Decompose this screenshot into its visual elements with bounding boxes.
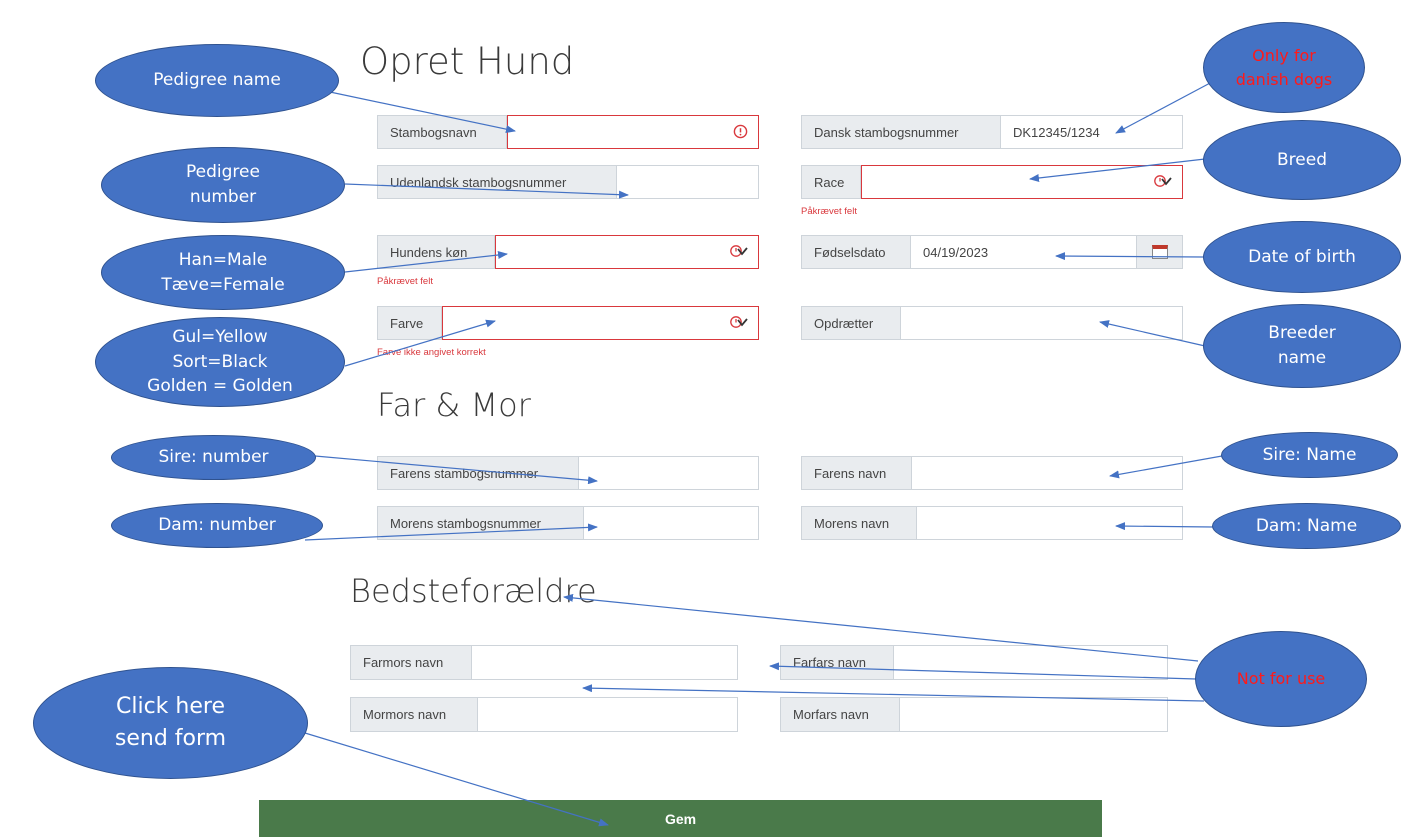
- dam-number-label: Morens stambogsnummer: [377, 506, 584, 540]
- birth-date-label: Fødselsdato: [801, 235, 911, 269]
- sire-number-input[interactable]: [579, 456, 759, 490]
- sex-label: Hundens køn: [377, 235, 495, 269]
- annotation-dam-name: Dam: Name: [1212, 503, 1401, 549]
- paternal-grandmother-label: Farmors navn: [350, 645, 472, 680]
- arrow-sire-name: [1109, 455, 1223, 479]
- arrow-sex: [344, 251, 508, 273]
- arrow-pedigree-name: [329, 91, 516, 134]
- arrow-not-for-use-3: [582, 684, 1205, 702]
- chevron-down-icon: [730, 315, 748, 332]
- arrow-dam-name: [1115, 522, 1214, 531]
- sex-error: Påkrævet felt: [377, 276, 433, 287]
- birth-date-field: Fødselsdato 04/19/2023: [801, 235, 1183, 269]
- annotation-submit: Click here send form: [33, 667, 308, 779]
- calendar-button[interactable]: [1137, 235, 1183, 269]
- danish-pedigree-number-label: Dansk stambogsnummer: [801, 115, 1001, 149]
- foreign-pedigree-number-input[interactable]: [617, 165, 759, 199]
- breed-select[interactable]: [861, 165, 1183, 199]
- dam-number-field: Morens stambogsnummer: [377, 506, 759, 540]
- arrow-not-for-use-2: [769, 662, 1197, 680]
- arrow-not-for-use-1: [563, 593, 1199, 662]
- paternal-grandfather-label: Farfars navn: [780, 645, 894, 680]
- danish-pedigree-number-input[interactable]: DK12345/1234: [1001, 115, 1183, 149]
- grandparents-heading: Bedsteforældre: [350, 572, 597, 610]
- danish-pedigree-number-field: Dansk stambogsnummer DK12345/1234: [801, 115, 1183, 149]
- maternal-grandmother-label: Mormors navn: [350, 697, 478, 732]
- parents-heading: Far & Mor: [377, 386, 531, 424]
- paternal-grandmother-field: Farmors navn: [350, 645, 738, 680]
- pedigree-name-input[interactable]: [507, 115, 759, 149]
- page-title: Opret Hund: [360, 40, 575, 83]
- dam-name-label: Morens navn: [801, 506, 917, 540]
- arrow-birth-date: [1055, 252, 1204, 261]
- arrow-breed: [1029, 158, 1206, 182]
- arrow-pedigree-number: [344, 183, 629, 199]
- breeder-input[interactable]: [901, 306, 1183, 340]
- paternal-grandfather-field: Farfars navn: [780, 645, 1168, 680]
- arrow-submit: [304, 732, 609, 827]
- maternal-grandfather-input[interactable]: [900, 697, 1168, 732]
- annotation-birth-date: Date of birth: [1203, 221, 1401, 293]
- sire-name-label: Farens navn: [801, 456, 912, 490]
- breeder-field: Opdrætter: [801, 306, 1183, 340]
- arrow-color: [344, 319, 496, 367]
- annotation-not-for-use: Not for use: [1195, 631, 1367, 727]
- annotation-breed: Breed: [1203, 120, 1401, 200]
- dam-name-field: Morens navn: [801, 506, 1183, 540]
- paternal-grandmother-input[interactable]: [472, 645, 738, 680]
- color-label: Farve: [377, 306, 442, 340]
- annotation-pedigree-number: Pedigree number: [101, 147, 345, 223]
- sire-name-field: Farens navn: [801, 456, 1183, 490]
- maternal-grandmother-input[interactable]: [478, 697, 738, 732]
- breed-label: Race: [801, 165, 861, 199]
- annotation-breeder: Breeder name: [1203, 304, 1401, 388]
- annotation-dam-number: Dam: number: [111, 503, 323, 548]
- save-button[interactable]: Gem: [259, 800, 1102, 837]
- breeder-label: Opdrætter: [801, 306, 901, 340]
- sire-name-input[interactable]: [912, 456, 1183, 490]
- calendar-icon: [1151, 245, 1168, 259]
- arrow-danish-only: [1115, 81, 1213, 134]
- dam-number-input[interactable]: [584, 506, 759, 540]
- annotation-sire-number: Sire: number: [111, 435, 316, 480]
- maternal-grandfather-label: Morfars navn: [780, 697, 900, 732]
- chevron-down-icon: [1154, 174, 1172, 191]
- breed-error: Påkrævet felt: [801, 206, 857, 217]
- sire-number-field: Farens stambogsnummer: [377, 456, 759, 490]
- error-icon: [733, 124, 748, 142]
- annotation-sex: Han=Male Tæve=Female: [101, 235, 345, 310]
- maternal-grandfather-field: Morfars navn: [780, 697, 1168, 732]
- arrow-breeder: [1099, 320, 1206, 347]
- sex-field: Hundens køn: [377, 235, 759, 269]
- arrow-sire-number: [314, 455, 598, 485]
- sex-select[interactable]: [495, 235, 759, 269]
- sire-number-label: Farens stambogsnummer: [377, 456, 579, 490]
- arrow-dam-number: [304, 523, 598, 541]
- breed-field: Race: [801, 165, 1183, 199]
- chevron-down-icon: [730, 244, 748, 261]
- annotation-pedigree-name: Pedigree name: [95, 44, 339, 117]
- color-error: Farve ikke angivet korrekt: [377, 347, 486, 358]
- annotation-sire-name: Sire: Name: [1221, 432, 1398, 478]
- annotation-danish-only: Only for danish dogs: [1203, 22, 1365, 113]
- maternal-grandmother-field: Mormors navn: [350, 697, 738, 732]
- annotation-color: Gul=Yellow Sort=Black Golden = Golden: [95, 317, 345, 407]
- dam-name-input[interactable]: [917, 506, 1183, 540]
- birth-date-input[interactable]: 04/19/2023: [911, 235, 1137, 269]
